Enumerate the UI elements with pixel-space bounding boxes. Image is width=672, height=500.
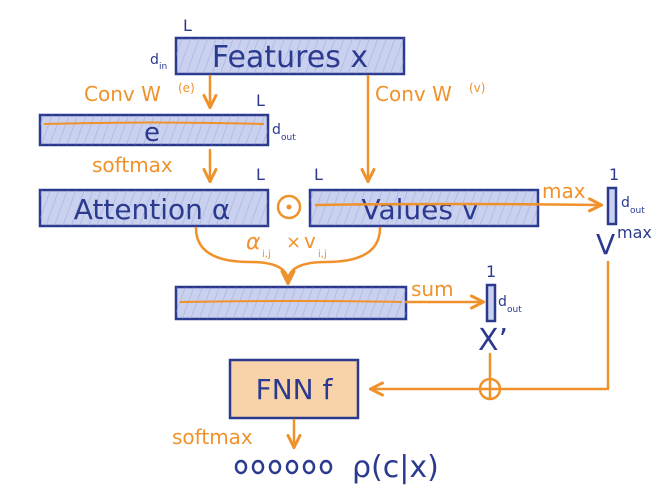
features-label: Features x: [212, 40, 368, 75]
e-label: e: [144, 118, 160, 148]
e-dim-right-sub: out: [281, 133, 296, 143]
product-merge-edge: α i,j × v i,j: [194, 226, 382, 282]
attention-dim-top: L: [256, 165, 265, 184]
weighted-values-node: [174, 285, 408, 321]
vmax-dim-right: d: [621, 195, 630, 211]
max-edge: max: [314, 179, 600, 205]
vmax-sup: max: [617, 223, 652, 242]
softmax-2-edge: softmax: [172, 418, 294, 449]
e-dim-top: L: [256, 91, 265, 110]
xprime-node: 1 d out X’: [478, 262, 522, 358]
fnn-node: FNN f: [228, 358, 360, 420]
fnn-label: FNN f: [256, 373, 334, 406]
hadamard-operator: [276, 194, 302, 220]
features-dim-left-sub: in: [159, 62, 167, 72]
features-dim-top: L: [183, 16, 192, 35]
vmax-node: 1 d out V max: [596, 165, 652, 261]
product-alpha-sub: i,j: [262, 249, 271, 260]
product-v-sub: i,j: [318, 249, 327, 260]
max-label: max: [542, 179, 586, 203]
e-node: e L d out: [38, 91, 296, 148]
features-node: Features x L d in: [150, 16, 406, 76]
product-alpha: α: [246, 230, 261, 255]
attention-label: Attention α: [74, 193, 231, 226]
e-dim-right: d: [272, 122, 281, 138]
output-label: ρ(c|x): [352, 450, 439, 485]
softmax-1-edge: softmax: [92, 148, 210, 180]
xprime-dim-right: d: [498, 294, 507, 310]
xprime-dim-top: 1: [486, 262, 496, 281]
vmax-dim-right-sub: out: [630, 206, 645, 216]
conv-e-edge: Conv W (e): [84, 74, 210, 106]
values-label: Values v: [362, 193, 479, 226]
output-distribution: ρ(c|x): [234, 450, 439, 485]
values-node: Values v L: [308, 165, 540, 228]
concat-edge: [372, 260, 610, 401]
features-dim-left: d: [150, 52, 159, 68]
conv-e-label: Conv W: [84, 82, 161, 106]
conv-v-sup: (v): [469, 81, 485, 95]
conv-v-edge: Conv W (v): [368, 74, 485, 180]
attention-node: Attention α L: [38, 165, 270, 228]
values-dim-top: L: [314, 165, 323, 184]
softmax-2-label: softmax: [172, 425, 253, 449]
softmax-1-label: softmax: [92, 153, 173, 177]
xprime-label: X’: [478, 323, 508, 358]
product-times: ×: [286, 232, 301, 253]
product-v: v: [304, 229, 316, 253]
conv-v-label: Conv W: [375, 82, 452, 106]
sum-label: sum: [411, 277, 454, 301]
vmax-label: V: [596, 228, 615, 261]
conv-e-sup: (e): [178, 81, 195, 95]
xprime-dim-right-sub: out: [507, 305, 522, 315]
vmax-dim-top: 1: [609, 165, 619, 184]
sum-edge: sum: [404, 277, 482, 302]
